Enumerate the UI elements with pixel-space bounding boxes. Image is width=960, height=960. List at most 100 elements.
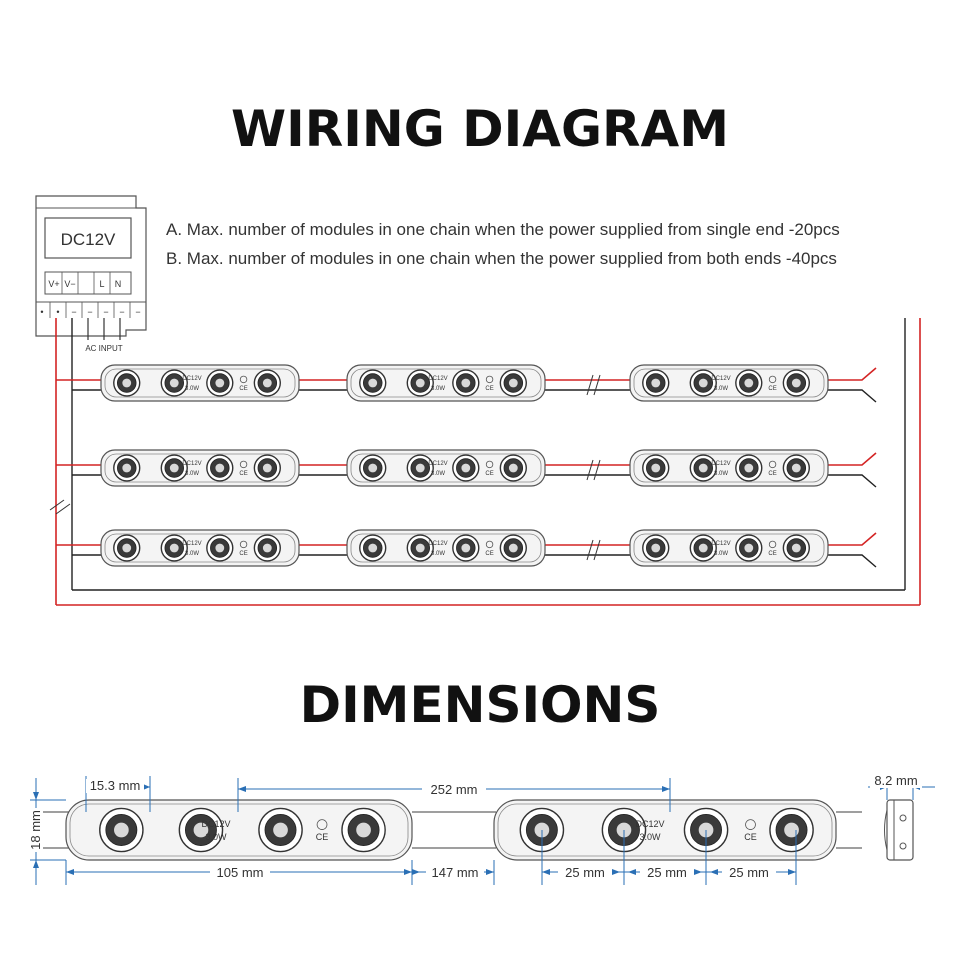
label-gap: 147 mm xyxy=(432,865,479,880)
module-voltage-label: DC12V xyxy=(182,541,201,547)
module-voltage-label: DC12V xyxy=(428,376,447,382)
ps-pin: • xyxy=(56,307,59,317)
module-voltage-label: DC12V xyxy=(428,541,447,547)
ps-pin: − xyxy=(119,307,124,317)
module-cert-label: CE xyxy=(768,471,776,477)
lens xyxy=(406,534,434,562)
bus-wires xyxy=(49,318,921,606)
lens xyxy=(258,807,303,853)
module-power-label: 3.0W xyxy=(431,386,445,392)
ps-pin: − xyxy=(103,307,108,317)
label-lens-pitch: 15.3 mm xyxy=(90,778,141,793)
module-power-label: 3.0W xyxy=(714,551,728,557)
lens xyxy=(99,807,144,853)
lens xyxy=(113,454,141,482)
lens xyxy=(178,807,224,853)
break-mark xyxy=(586,539,594,561)
lens xyxy=(359,534,387,562)
lens xyxy=(735,454,763,482)
lens xyxy=(253,369,281,397)
break-mark xyxy=(49,499,65,511)
lens xyxy=(642,454,670,482)
module-voltage-label: DC12V xyxy=(635,819,664,829)
lens xyxy=(689,454,717,482)
lens xyxy=(452,454,480,482)
module-voltage-label: DC12V xyxy=(711,541,730,547)
module-screw-icon xyxy=(768,540,777,549)
lens xyxy=(406,454,434,482)
lens xyxy=(452,369,480,397)
module-power-label: 3.0W xyxy=(185,471,199,477)
module-screw-icon xyxy=(745,819,756,830)
note-both-ends: B. Max. number of modules in one chain w… xyxy=(166,249,837,268)
lens xyxy=(642,534,670,562)
lens xyxy=(160,534,188,562)
lens xyxy=(341,807,386,853)
led-module: DC12V 3.0W CE xyxy=(629,449,829,487)
lens xyxy=(113,534,141,562)
lens xyxy=(206,369,234,397)
lens xyxy=(499,369,527,397)
power-supply-label: DC12V xyxy=(61,230,116,249)
break-mark xyxy=(586,459,594,481)
break-mark xyxy=(55,503,71,515)
module-cert-label: CE xyxy=(485,471,493,477)
lens xyxy=(689,534,717,562)
ps-pin: − xyxy=(135,307,140,317)
module-cert-label: CE xyxy=(239,551,247,557)
module-screw-icon xyxy=(485,540,494,549)
module-cert-label: CE xyxy=(239,471,247,477)
module-voltage-label: DC12V xyxy=(201,819,230,829)
module-screw-icon xyxy=(316,819,328,830)
lens xyxy=(253,454,281,482)
lens xyxy=(359,369,387,397)
module-cert-label: CE xyxy=(768,551,776,557)
ps-pin: − xyxy=(87,307,92,317)
label-total-length: 252 mm xyxy=(431,782,478,797)
ps-terminal-label: L xyxy=(99,279,104,289)
label-depth: 8.2 mm xyxy=(874,773,917,788)
module-cert-label: CE xyxy=(316,832,329,842)
module-power-label: 3.0W xyxy=(714,471,728,477)
note-single-end: A. Max. number of modules in one chain w… xyxy=(166,220,840,239)
module-screw-icon xyxy=(485,375,494,384)
lens xyxy=(113,369,141,397)
side-view xyxy=(884,799,914,861)
led-module: DC12V 3.0W CE xyxy=(100,529,300,567)
lens xyxy=(160,454,188,482)
module-voltage-label: DC12V xyxy=(182,461,201,467)
lens xyxy=(782,369,810,397)
lens xyxy=(499,454,527,482)
label-spacing-1: 25 mm xyxy=(565,865,605,880)
module-voltage-label: DC12V xyxy=(711,461,730,467)
lens xyxy=(499,534,527,562)
module-cert-label: CE xyxy=(744,832,757,842)
lens xyxy=(769,807,814,853)
power-supply-display xyxy=(44,217,132,259)
wiring-diagram-title: WIRING DIAGRAM xyxy=(231,100,729,158)
break-mark xyxy=(593,459,601,481)
module-power-label: 3.0W xyxy=(185,551,199,557)
module-voltage-label: DC12V xyxy=(711,376,730,382)
break-mark xyxy=(586,374,594,396)
module-screw-icon xyxy=(768,460,777,469)
module-power-label: 3.0W xyxy=(431,471,445,477)
module-power-label: 3.0W xyxy=(714,386,728,392)
module-voltage-label: DC12V xyxy=(182,376,201,382)
ps-pin: − xyxy=(71,307,76,317)
ps-terminal-label: V− xyxy=(64,279,75,289)
module-screw-icon xyxy=(239,540,248,549)
ps-terminal-label: V+ xyxy=(48,279,59,289)
module-screw-icon xyxy=(239,460,248,469)
module-chains: DC12V 3.0W CE DC12V 3.0W CE DC12V 3.0W CE DC12V 3.… xyxy=(56,364,877,568)
break-mark xyxy=(593,374,601,396)
